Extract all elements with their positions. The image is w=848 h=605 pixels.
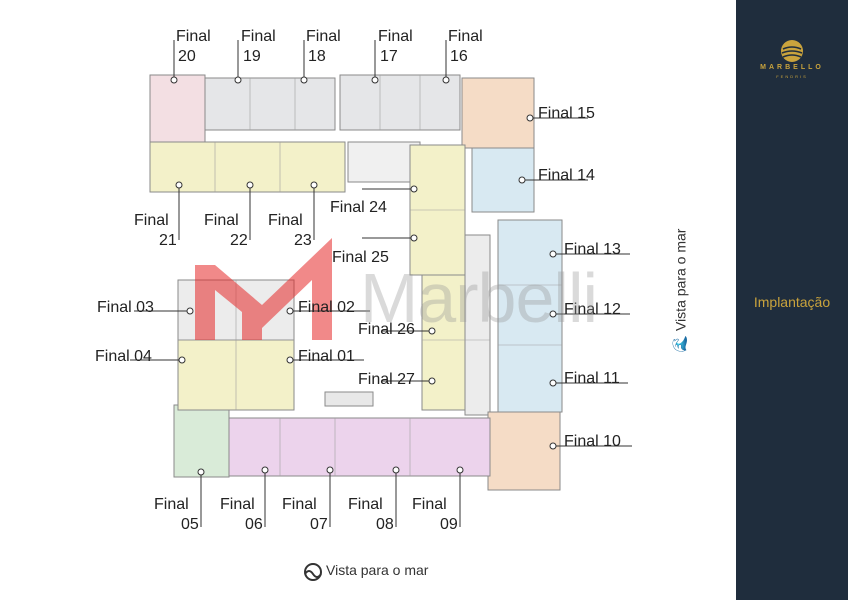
unit-20-block (149, 74, 206, 146)
pool (324, 391, 374, 407)
final-label-single: Final 14 (538, 167, 595, 184)
leader-dot (410, 185, 418, 193)
leader-dot (326, 466, 334, 474)
leader-dot (549, 250, 557, 258)
final-label-single: Final 02 (298, 299, 355, 316)
leader-dot (456, 466, 464, 474)
leader-dot (246, 181, 254, 189)
brand-subtitle: FENDRIS (776, 74, 808, 79)
garden-top (347, 141, 421, 183)
sea-view-label-right: 🌊 Vista para o mar (672, 211, 689, 371)
leader-dot (178, 356, 186, 364)
final-label-single: Final 15 (538, 105, 595, 122)
leader-dots (170, 76, 557, 476)
watermark-logo (195, 238, 332, 340)
unit-17-16-block (339, 74, 461, 131)
final-label-single: Final 11 (564, 370, 620, 387)
final-label-single: Final 12 (564, 301, 621, 318)
leader-dot (310, 181, 318, 189)
sea-view-text: Vista para o mar (326, 562, 429, 578)
leader-dot (371, 76, 379, 84)
sun-logo-icon (781, 40, 803, 62)
final-label-single: Final 26 (358, 321, 415, 338)
watermark-text: Marbelli (360, 259, 598, 337)
leader-dot (175, 181, 183, 189)
final-label-single: Final 10 (564, 433, 621, 450)
final-label-single: Final 25 (332, 249, 389, 266)
leader-dot (300, 76, 308, 84)
leader-dot (526, 114, 534, 122)
leader-dot (392, 466, 400, 474)
unit-06-09-block (227, 417, 491, 477)
leader-dot (518, 176, 526, 184)
leader-dot (428, 327, 436, 335)
unit-19-18-block (204, 77, 336, 131)
leader-dot (442, 76, 450, 84)
leader-lines (130, 40, 632, 527)
final-label-single: Final 13 (564, 241, 621, 258)
leader-dot (428, 377, 436, 385)
sidebar: MARBELLO FENDRIS Implantação (736, 0, 848, 600)
leader-dot (186, 307, 194, 315)
leader-dot (170, 76, 178, 84)
unit-15-block (461, 77, 535, 149)
wave-icon (304, 563, 322, 581)
unit-10-block (487, 411, 561, 491)
leader-dot (549, 442, 557, 450)
corridor-right (464, 234, 491, 416)
leader-dot (286, 307, 294, 315)
wave-icon: 🌊 (671, 335, 688, 353)
section-title: Implantação (753, 294, 831, 310)
final-label-single: Final 03 (97, 299, 154, 316)
leader-dot (286, 356, 294, 364)
leader-dot (197, 468, 205, 476)
final-label-single: Final 27 (358, 371, 415, 388)
sea-view-label-bottom: Vista para o mar (326, 562, 428, 578)
sea-view-text: Vista para o mar (672, 228, 688, 332)
unit-05-block (173, 404, 230, 478)
brand-name: MARBELLO (760, 64, 824, 71)
final-label-single: Final 04 (95, 348, 152, 365)
leader-dot (549, 310, 557, 318)
leader-dot (410, 234, 418, 242)
final-label-single: Final 24 (330, 199, 387, 216)
leader-dot (549, 379, 557, 387)
leader-dot (234, 76, 242, 84)
final-label-single: Final 01 (298, 348, 355, 365)
leader-dot (261, 466, 269, 474)
